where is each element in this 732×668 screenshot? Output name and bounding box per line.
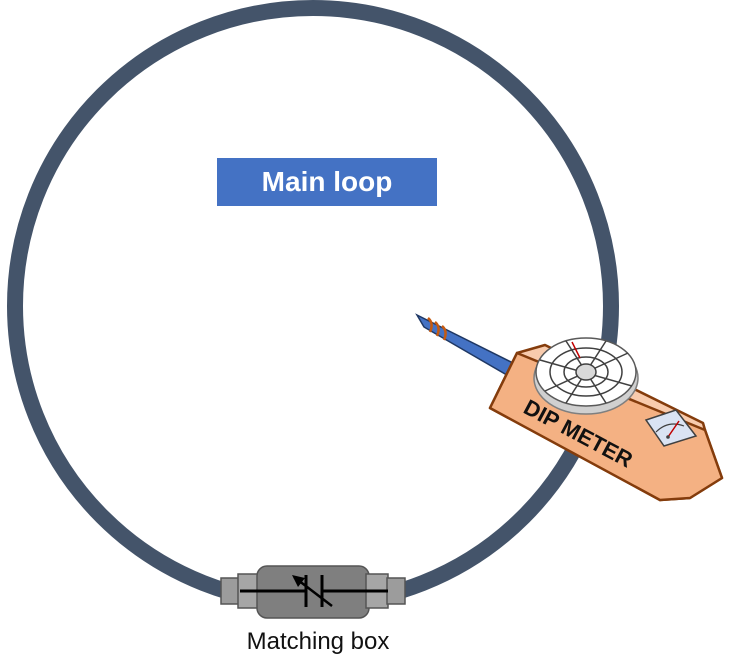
dip-meter-box: DIP METER xyxy=(488,337,724,502)
variable-capacitor-icon xyxy=(240,575,388,607)
analog-meter-icon xyxy=(644,409,698,447)
right-connector-outer xyxy=(386,577,406,605)
main-loop-label: Main loop xyxy=(217,158,437,206)
probe-coil-icon xyxy=(427,317,447,341)
left-connector-outer xyxy=(220,577,240,605)
matching-box xyxy=(220,565,406,619)
tuning-dial-icon xyxy=(533,337,639,415)
matching-box-label: Matching box xyxy=(246,628,390,655)
dip-meter-probe xyxy=(415,313,521,380)
main-loop-ring xyxy=(7,0,619,612)
